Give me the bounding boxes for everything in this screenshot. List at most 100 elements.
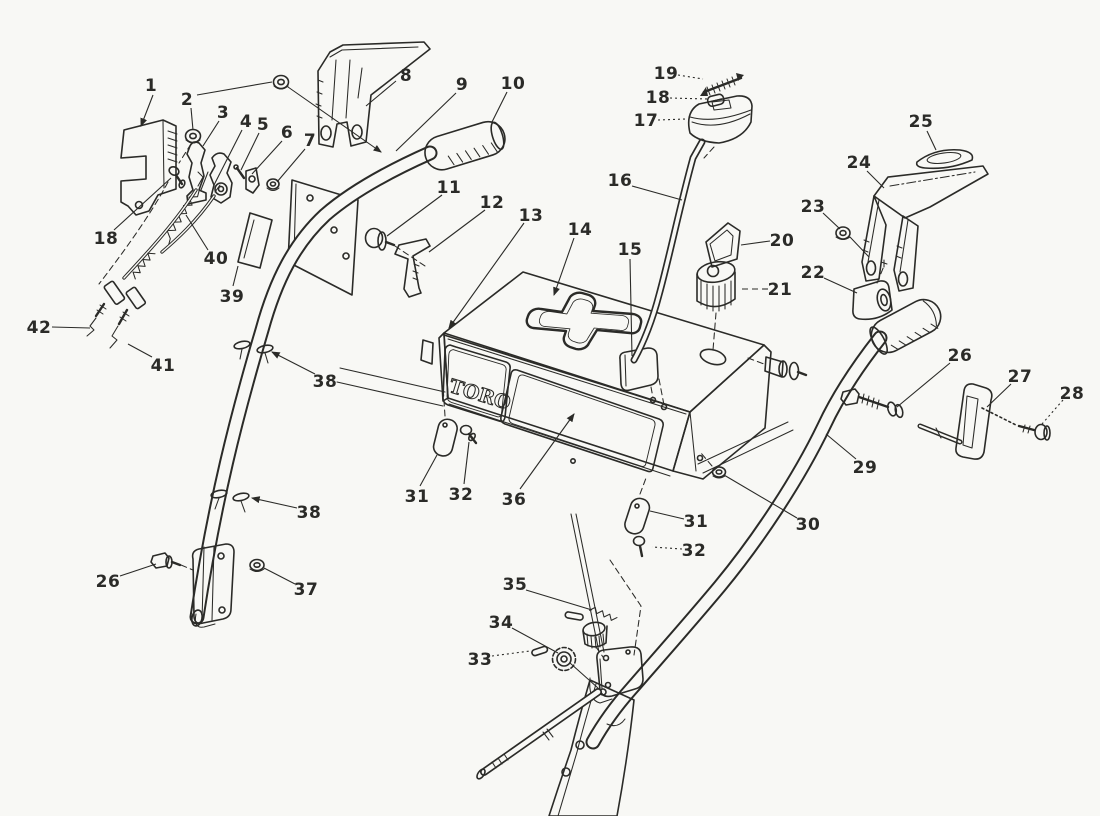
- part-number-12-11: 12: [480, 193, 505, 213]
- part-number-37-38: 37: [294, 580, 319, 600]
- part-number-26-25: 26: [948, 346, 973, 366]
- part-number-38-40: 38: [313, 372, 338, 392]
- part-number-19-18: 19: [654, 64, 679, 84]
- part-number-29-28: 29: [853, 458, 878, 478]
- part-number-10-9: 10: [501, 74, 526, 94]
- part-number-17-16: 17: [634, 111, 659, 131]
- leader-line-part-32-31: [463, 441, 470, 485]
- part-number-40-43: 40: [204, 249, 229, 269]
- part-number-3-2: 3: [217, 103, 229, 123]
- part-number-24-23: 24: [847, 153, 872, 173]
- leader-line-part-19-18: [677, 74, 704, 80]
- leader-line-part-6-5: [251, 140, 283, 175]
- control-panel: TORO: [420, 271, 808, 480]
- handle-tube-left: [189, 145, 438, 627]
- panel-window: [500, 369, 664, 473]
- leader-line-part-5-4: [240, 132, 260, 171]
- leader-line-part-18-17: [669, 97, 709, 100]
- part-number-18-46: 18: [94, 229, 119, 249]
- leader-line-part-30-29: [723, 474, 798, 519]
- part-number-42-45: 42: [27, 318, 52, 338]
- part-number-28-27: 28: [1060, 384, 1085, 404]
- lower-left-bracket: [150, 543, 265, 628]
- panel-struts: [336, 367, 794, 474]
- leader-line-part-2-1: [196, 81, 273, 96]
- part-number-27-26: 27: [1008, 367, 1033, 387]
- leader-line-part-18-46: [113, 177, 172, 231]
- part-number-16-15: 16: [608, 171, 633, 191]
- part-number-6-5: 6: [281, 123, 293, 143]
- panel-clamps: [432, 385, 727, 558]
- leader-line-part-25-24: [926, 130, 937, 151]
- leader-line-part-8-7: [365, 80, 397, 107]
- leader-line-part-39-42: [232, 265, 239, 287]
- part-number-9-8: 9: [456, 75, 468, 95]
- part-number-35-37: 35: [503, 575, 528, 595]
- leader-line-part-40-43: [185, 214, 209, 251]
- part-number-36-32: 36: [502, 490, 527, 510]
- leader-line-part-35-37: [525, 589, 593, 611]
- leader-line-part-11-10: [386, 194, 443, 237]
- leader-line-part-38-40: [271, 351, 316, 375]
- part-number-39-42: 39: [220, 287, 245, 307]
- bail-bracket-left: [315, 41, 431, 148]
- part-number-1-0: 1: [145, 76, 157, 96]
- leader-line-part-12-11: [428, 209, 486, 253]
- leader-line-part-41-44: [127, 343, 153, 358]
- leader-line-part-22-21: [823, 277, 858, 294]
- leader-line-part-29-28: [825, 433, 857, 460]
- cable-clips: [210, 340, 274, 513]
- leader-line-part-34-36: [511, 627, 559, 654]
- shift-lever-assembly: [630, 73, 753, 364]
- part-number-8-7: 8: [400, 66, 412, 86]
- handle-grip-left: [424, 120, 506, 171]
- part-number-26-39: 26: [96, 572, 121, 592]
- part-number-20-19: 20: [770, 231, 795, 251]
- part-number-33-35: 33: [468, 650, 493, 670]
- control-cables: [86, 166, 221, 349]
- leader-line-part-16-15: [631, 185, 683, 201]
- leader-line-part-3-2: [202, 120, 220, 147]
- chute-crank-parts: [696, 222, 893, 351]
- leader-line-part-26-39: [119, 563, 157, 577]
- leader-line-part-31-30: [419, 454, 438, 487]
- part-number-7-6: 7: [304, 131, 316, 151]
- mount-bracket-plate: [120, 119, 178, 216]
- chute-crank-rod: [840, 383, 1051, 460]
- leader-line-part-9-8: [395, 92, 457, 152]
- slide-plate: [237, 212, 273, 269]
- part-number-11-10: 11: [437, 178, 462, 198]
- leader-line-part-24-23: [866, 170, 885, 189]
- cable-clamp-parts: [186, 141, 280, 205]
- bail-bracket-right: [861, 148, 989, 292]
- leader-line-part-31-33: [649, 510, 685, 520]
- diagram-artwork: TORO: [86, 41, 1051, 816]
- part-number-25-24: 25: [909, 112, 934, 132]
- part-number-32-31: 32: [449, 485, 474, 505]
- leader-line-part-20-19: [740, 240, 771, 246]
- leader-line-part-27-26: [986, 383, 1012, 408]
- part-number-13-12: 13: [519, 206, 544, 226]
- part-number-22-21: 22: [801, 263, 826, 283]
- leader-line-part-1-0: [140, 94, 154, 128]
- leader-line-part-36-32: [519, 413, 575, 490]
- leader-line-part-7-6: [276, 148, 306, 183]
- part-number-34-36: 34: [489, 613, 514, 633]
- part-number-31-33: 31: [684, 512, 709, 532]
- leader-line-part-13-12: [448, 222, 525, 329]
- leader-line-part-17-16: [657, 118, 687, 121]
- part-number-5-4: 5: [257, 115, 269, 135]
- part-number-23-22: 23: [801, 197, 826, 217]
- leader-line-part-15-14: [629, 258, 633, 357]
- part-number-41-44: 41: [151, 356, 176, 376]
- part-number-31-30: 31: [405, 487, 430, 507]
- leader-line-part-14-13: [553, 237, 575, 297]
- handle-grip-right: [869, 298, 942, 355]
- flange-nut: [178, 74, 382, 164]
- panel-bolt-and-lever: [364, 227, 431, 298]
- part-number-15-14: 15: [618, 240, 643, 260]
- handle-tube-right: [585, 330, 888, 750]
